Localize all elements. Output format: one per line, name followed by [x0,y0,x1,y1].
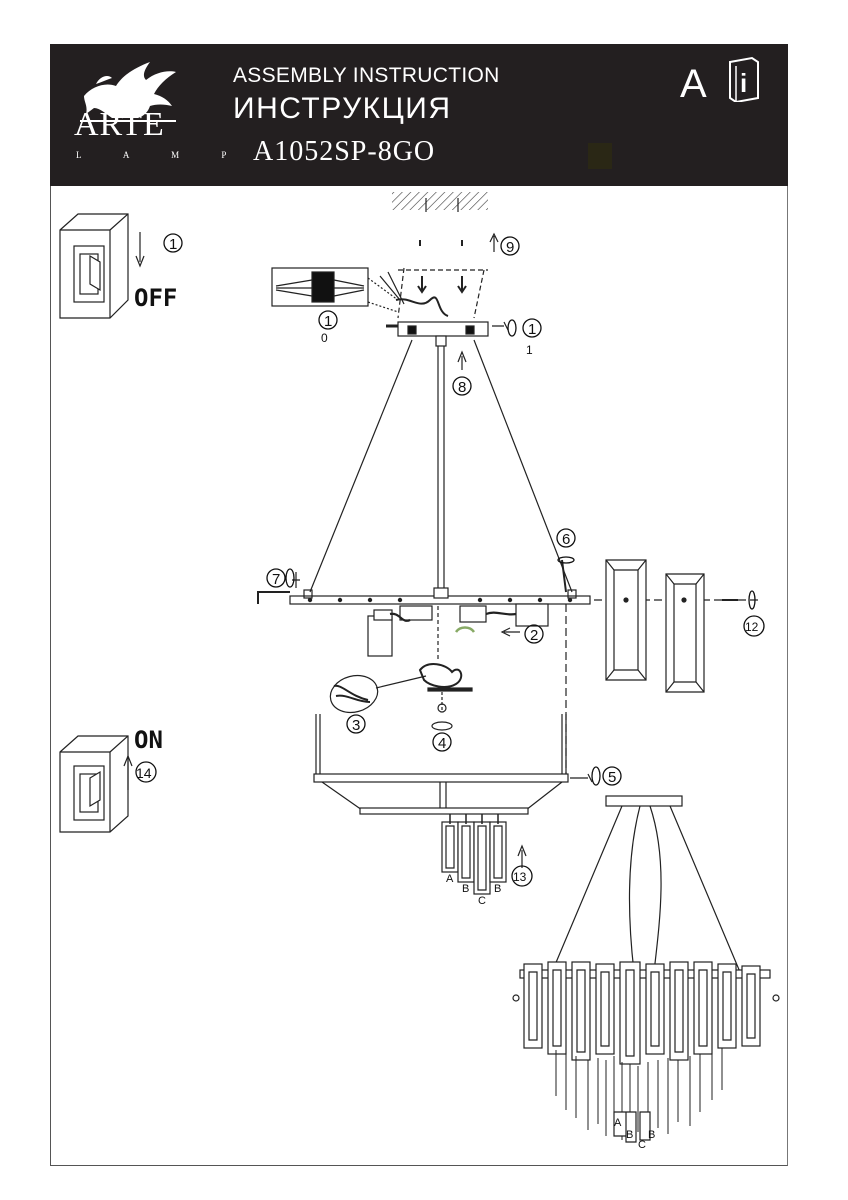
suspension-cable [309,339,413,593]
finished-chandelier-illustration [512,795,780,1143]
step-5: 5 [608,769,616,786]
wall-switch-on-icon [59,735,129,833]
connector-block-icon [271,267,399,313]
step-10-digit-1: 1 [324,313,332,330]
switch-on-label: ON [134,726,163,754]
prism-crystal-large [605,559,647,681]
socket-housing [399,605,433,621]
step-2: 2 [530,627,538,644]
page-frame [50,44,788,1166]
step-1: 1 [169,236,177,253]
screw-icon [457,276,467,294]
ceiling-hatch [392,192,488,210]
step-3: 3 [352,717,360,734]
language-badge: A [680,62,707,106]
switch-off-label: OFF [134,284,177,312]
info-book-icon: i [729,56,759,102]
pliers-callout-icon [329,674,427,714]
step-4: 4 [438,735,446,752]
wall-switch-off-icon [59,213,129,319]
step-7: 7 [272,571,280,588]
title-russian: ИНСТРУКЦИЯ [233,92,452,125]
step-8: 8 [458,379,466,396]
crystal-label-b: B [462,883,469,895]
step-11-digit-2: 1 [526,343,533,357]
brand-name: ARTE [74,106,165,143]
mounting-bracket [397,267,488,319]
final-label-b: B [626,1129,633,1141]
title-english: ASSEMBLY INSTRUCTION [233,64,500,87]
griffin-logo [80,62,176,122]
suspension-cable [473,339,573,593]
step-11-digit-1: 1 [528,321,536,338]
step-14: 14 [136,765,152,781]
prism-crystal-large [665,573,705,693]
step-12: 12 [745,620,759,634]
header-banner [50,44,788,186]
socket-housing [367,615,393,657]
arrow-icon [123,754,133,790]
model-number: A1052SP-8GO [253,136,436,167]
arrow-icon [135,232,145,268]
final-label-a: A [614,1117,622,1129]
crystal-label-b: B [494,883,501,895]
info-glyph: i [740,68,747,98]
final-label-c: C [638,1139,646,1151]
crystal-group [441,814,507,895]
screw-icon [417,276,427,294]
step-10-digit-2: 0 [321,331,328,345]
step-9: 9 [506,239,514,256]
final-label-b: B [648,1129,655,1141]
socket-housing [459,605,487,623]
lower-frame-base [359,807,529,815]
brand-subtitle: L A M P [76,150,247,160]
step-6: 6 [562,531,570,548]
step-13: 13 [513,870,527,884]
crystal-label-a: A [446,873,454,885]
socket-housing [515,603,549,627]
lower-frame-upright [315,714,321,776]
lower-frame-ring [313,773,569,783]
crystal-label-c: C [478,895,486,907]
central-rod [437,346,445,588]
dark-square-mark [588,143,612,169]
